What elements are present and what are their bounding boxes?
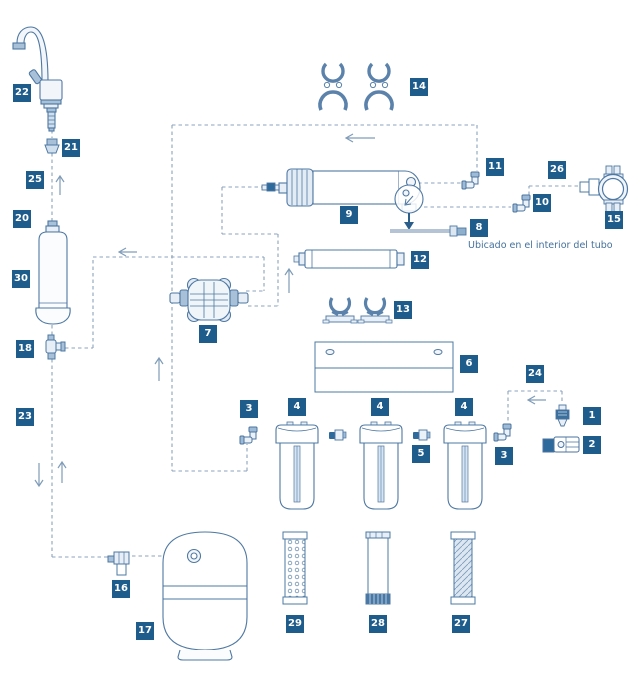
membrane-flow-arrow xyxy=(404,213,414,230)
connector-26 xyxy=(579,178,600,196)
inline-filter-12 xyxy=(293,249,405,269)
elbow-10 xyxy=(512,194,531,213)
part-label-11: 11 xyxy=(486,158,504,176)
part-label-8: 8 xyxy=(470,219,488,237)
fitting-21 xyxy=(44,138,60,154)
housing-clips-13 xyxy=(321,296,394,325)
part-label-1: 1 xyxy=(583,407,601,425)
part-label-3b: 3 xyxy=(495,447,513,465)
tee-fitting-18 xyxy=(45,334,66,360)
pump-7 xyxy=(169,277,249,323)
part-label-15: 15 xyxy=(605,211,623,229)
elbow-3-right xyxy=(493,423,512,442)
membrane-housing-9 xyxy=(278,168,424,214)
part-label-28: 28 xyxy=(369,615,387,633)
part-label-4c: 4 xyxy=(455,398,473,416)
membrane-clips-14 xyxy=(318,62,394,112)
part-label-23: 23 xyxy=(16,408,34,426)
part-label-29: 29 xyxy=(286,615,304,633)
part-label-20: 20 xyxy=(13,210,31,228)
part-label-17: 17 xyxy=(136,622,154,640)
tank-cartridge-30 xyxy=(35,220,71,325)
part-label-18: 18 xyxy=(16,340,34,358)
saddle-clamp-15 xyxy=(597,165,629,213)
elbow-11 xyxy=(461,171,480,190)
flow-arrows xyxy=(34,133,546,488)
connector-5 xyxy=(412,429,431,441)
cartridge-27 xyxy=(450,531,476,605)
part-label-14: 14 xyxy=(410,78,428,96)
bracket-6 xyxy=(314,341,454,393)
part-label-22: 22 xyxy=(13,84,31,102)
part-label-21: 21 xyxy=(62,139,80,157)
part-label-12: 12 xyxy=(411,251,429,269)
faucet-illustration xyxy=(12,26,63,132)
storage-tank-17 xyxy=(162,531,248,661)
part-label-4a: 4 xyxy=(288,398,306,416)
part-label-6: 6 xyxy=(460,355,478,373)
union-fitting xyxy=(261,182,280,192)
filter-housing-4c xyxy=(443,421,487,510)
part-label-3a: 3 xyxy=(240,400,258,418)
part-label-10: 10 xyxy=(533,194,551,212)
part-label-7: 7 xyxy=(199,325,217,343)
part-label-26: 26 xyxy=(548,161,566,179)
valve-2 xyxy=(542,436,580,453)
part-label-25: 25 xyxy=(26,171,44,189)
cartridge-28 xyxy=(365,531,391,605)
fitting-1 xyxy=(555,404,570,427)
part-label-4b: 4 xyxy=(371,398,389,416)
part-label-5: 5 xyxy=(412,445,430,463)
tube-8 xyxy=(390,225,467,237)
dashed-tubing-lines xyxy=(51,124,580,558)
tank-valve-16 xyxy=(107,551,130,576)
part-label-9: 9 xyxy=(340,206,358,224)
connector-fitting xyxy=(328,429,347,441)
part-label-27: 27 xyxy=(452,615,470,633)
tube-note-caption: Ubicado en el interior del tubo xyxy=(468,240,613,251)
part-label-13: 13 xyxy=(394,301,412,319)
cartridge-29 xyxy=(282,531,308,605)
filter-housing-4a xyxy=(275,421,319,510)
elbow-3-left xyxy=(239,426,258,445)
part-label-2: 2 xyxy=(583,436,601,454)
filter-housing-4b xyxy=(359,421,403,510)
part-label-30: 30 xyxy=(12,270,30,288)
part-label-24: 24 xyxy=(526,365,544,383)
part-label-16: 16 xyxy=(112,580,130,598)
